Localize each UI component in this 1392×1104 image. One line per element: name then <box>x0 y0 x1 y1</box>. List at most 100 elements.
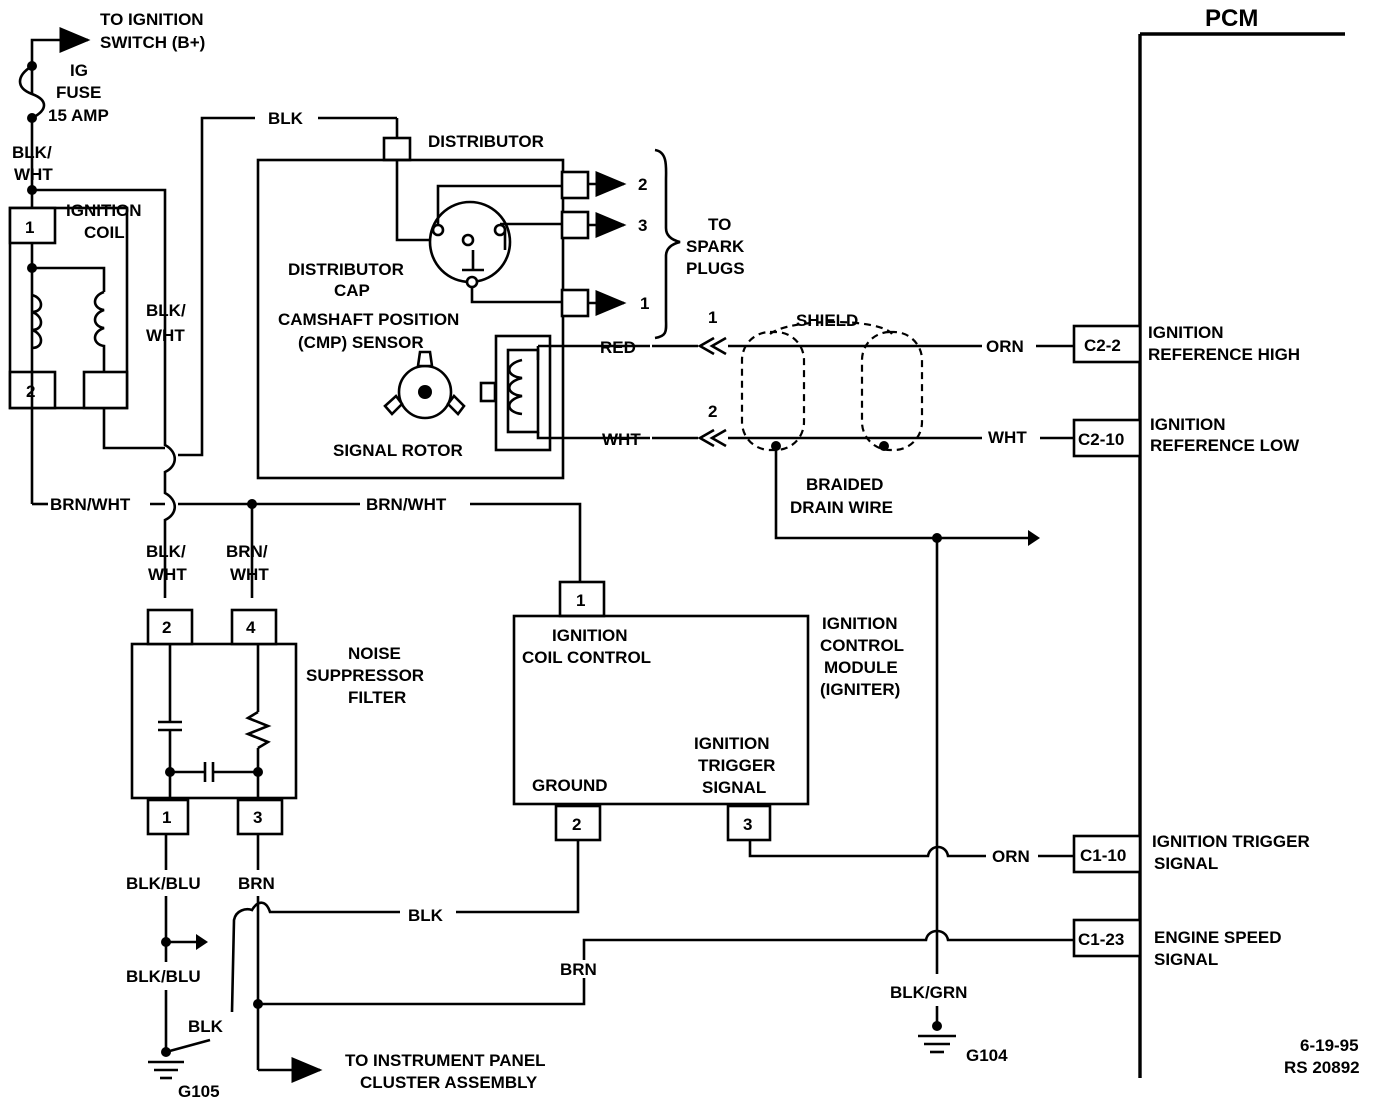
power-feed: TO IGNITION SWITCH (B+) IG FUSE 15 AMP B… <box>12 10 205 598</box>
brn-wht-bus: BRN/WHT BRN/WHT BRN/ WHT <box>32 495 582 598</box>
blk-wht-label-c2: WHT <box>148 565 187 584</box>
to-ignition-switch-label-2: SWITCH (B+) <box>100 33 205 52</box>
blk-wht-label-b2: WHT <box>146 326 185 345</box>
icm-trigger-label-2: TRIGGER <box>698 756 775 775</box>
distributor-feed-terminal <box>382 136 412 162</box>
coil-pin-1-label: 1 <box>25 218 34 237</box>
filter-title-3: FILTER <box>348 688 406 707</box>
connector-c1-23 <box>1072 918 1142 958</box>
trigger-signal-label-2: SIGNAL <box>1154 854 1218 873</box>
blk-wht-label-a2: WHT <box>14 165 53 184</box>
ground-g105-label: G105 <box>178 1082 220 1101</box>
filter-title-1: NOISE <box>348 644 401 663</box>
filter-pin-4-label: 4 <box>246 618 256 637</box>
shield-label: SHIELD <box>796 311 858 330</box>
drain-wire <box>774 446 1028 540</box>
blk-wht-label-b1: BLK/ <box>146 301 186 320</box>
distributor: BLK DISTRIBUTOR 2 3 1 TO SPARK PLUGS DIS… <box>256 109 745 480</box>
plug-terminal-2 <box>560 170 590 200</box>
drain-label-1: BRAIDED <box>806 475 883 494</box>
icm-trigger-label-3: SIGNAL <box>702 778 766 797</box>
to-cluster-label-2: CLUSTER ASSEMBLY <box>360 1073 538 1092</box>
filter-pin-4 <box>230 608 278 646</box>
blk-top-label: BLK <box>268 109 304 128</box>
filter-pin-3 <box>236 798 284 836</box>
plug-num-1: 1 <box>640 294 649 313</box>
trigger-signal-label-1: IGNITION TRIGGER <box>1152 832 1310 851</box>
brn-wht-label-c2: WHT <box>230 565 269 584</box>
shield-left-icon <box>740 330 806 452</box>
brn-wht-label-c1: BRN/ <box>226 542 268 561</box>
filter-pin-1-label: 1 <box>162 808 171 827</box>
ground-g104-label: G104 <box>966 1046 1008 1065</box>
icm-title-3: MODULE <box>824 658 898 677</box>
pcm-block: PCM <box>1138 5 1345 1078</box>
distributor-cap-label-1: DISTRIBUTOR <box>288 260 404 279</box>
fuse-icon <box>18 64 46 120</box>
ignition-coil: 1 2 IGNITION COIL <box>8 116 255 504</box>
ref-date: 6-19-95 <box>1300 1036 1359 1055</box>
wire-num-2: 2 <box>708 402 717 421</box>
ref-code: RS 20892 <box>1284 1058 1360 1077</box>
icm-pin-3-label: 3 <box>743 815 752 834</box>
spark-plugs-brace <box>654 148 681 340</box>
pcm-connectors: C2-2 C2-10 C1-10 C1-23 IGNITION REFERENC… <box>1072 323 1310 969</box>
plug-num-3: 3 <box>638 216 647 235</box>
to-cluster-label-1: TO INSTRUMENT PANEL <box>345 1051 546 1070</box>
plug-terminal-1 <box>560 288 590 318</box>
orn-high-label: ORN <box>986 337 1024 356</box>
blk-lower-label: BLK <box>408 906 444 925</box>
icm-title-2: CONTROL <box>820 636 904 655</box>
connector-c2-10-label: C2-10 <box>1078 430 1124 449</box>
distributor-title: DISTRIBUTOR <box>428 132 544 151</box>
cmp-sensor-label-1: CAMSHAFT POSITION <box>278 310 459 329</box>
icm-pin-2 <box>554 804 602 842</box>
icm-coil-control-1: IGNITION <box>552 626 628 645</box>
cmp-pickup-coil-icon <box>506 348 540 434</box>
trigger-speed-wiring: ORN BRN BLK/GRN G104 <box>560 533 1074 1065</box>
filter-pin-3-label: 3 <box>253 808 262 827</box>
plug-num-2: 2 <box>638 175 647 194</box>
blk-blu-label-a: BLK/BLU <box>126 874 201 893</box>
icm-title-1: IGNITION <box>822 614 898 633</box>
icm-pin-1 <box>558 580 606 618</box>
orn-trigger-label: ORN <box>992 847 1030 866</box>
icm-pin-2-label: 2 <box>572 815 581 834</box>
brn-wht-left-label: BRN/WHT <box>50 495 131 514</box>
brn-filter-label: BRN <box>238 874 275 893</box>
blk-blu-label-b: BLK/BLU <box>126 967 201 986</box>
to-ignition-switch-label-1: TO IGNITION <box>100 10 204 29</box>
to-spark-plugs-1: TO <box>708 215 731 234</box>
connector-c2-2-label: C2-2 <box>1084 336 1121 355</box>
signal-rotor-icon <box>383 350 466 420</box>
icm-trigger-label-1: IGNITION <box>694 734 770 753</box>
ref-low-label-2: REFERENCE LOW <box>1150 436 1300 455</box>
blk-wht-label-a1: BLK/ <box>12 143 52 162</box>
speed-signal-label-2: SIGNAL <box>1154 950 1218 969</box>
filter-pin-2-label: 2 <box>162 618 171 637</box>
blk-ground-label: BLK <box>188 1017 224 1036</box>
ref-high-label-2: REFERENCE HIGH <box>1148 345 1300 364</box>
connector-c1-10-label: C1-10 <box>1080 846 1126 865</box>
blk-wht-label-c1: BLK/ <box>146 542 186 561</box>
icm-pin-1-label: 1 <box>576 591 585 610</box>
coil-primary-winding-icon <box>31 293 43 350</box>
filter-pin-2 <box>146 608 194 646</box>
signal-rotor-label: SIGNAL ROTOR <box>333 441 463 460</box>
brn-speed-label: BRN <box>560 960 597 979</box>
connector-c1-10 <box>1072 834 1142 874</box>
ref-high-label-1: IGNITION <box>1148 323 1224 342</box>
connector-c2-2 <box>1072 324 1142 364</box>
drain-label-2: DRAIN WIRE <box>790 498 893 517</box>
fuse-label-1: IG <box>70 61 88 80</box>
icm-title-4: (IGNITER) <box>820 680 900 699</box>
diagram-reference: 6-19-95 RS 20892 <box>1284 1036 1360 1077</box>
speed-signal-label-1: ENGINE SPEED <box>1154 928 1282 947</box>
connector-c1-23-label: C1-23 <box>1078 930 1124 949</box>
shield-right-icon <box>860 330 924 452</box>
plug-terminal-3 <box>560 210 590 240</box>
cmp-signal-wiring: RED WHT 1 2 SHIELD BRAIDED DRAIN WIRE OR… <box>600 308 1074 546</box>
icm-ground-label: GROUND <box>532 776 608 795</box>
filter-output-wiring: BLK/BLU BLK/BLU G105 BLK BRN BLK TO INST… <box>126 834 586 1101</box>
